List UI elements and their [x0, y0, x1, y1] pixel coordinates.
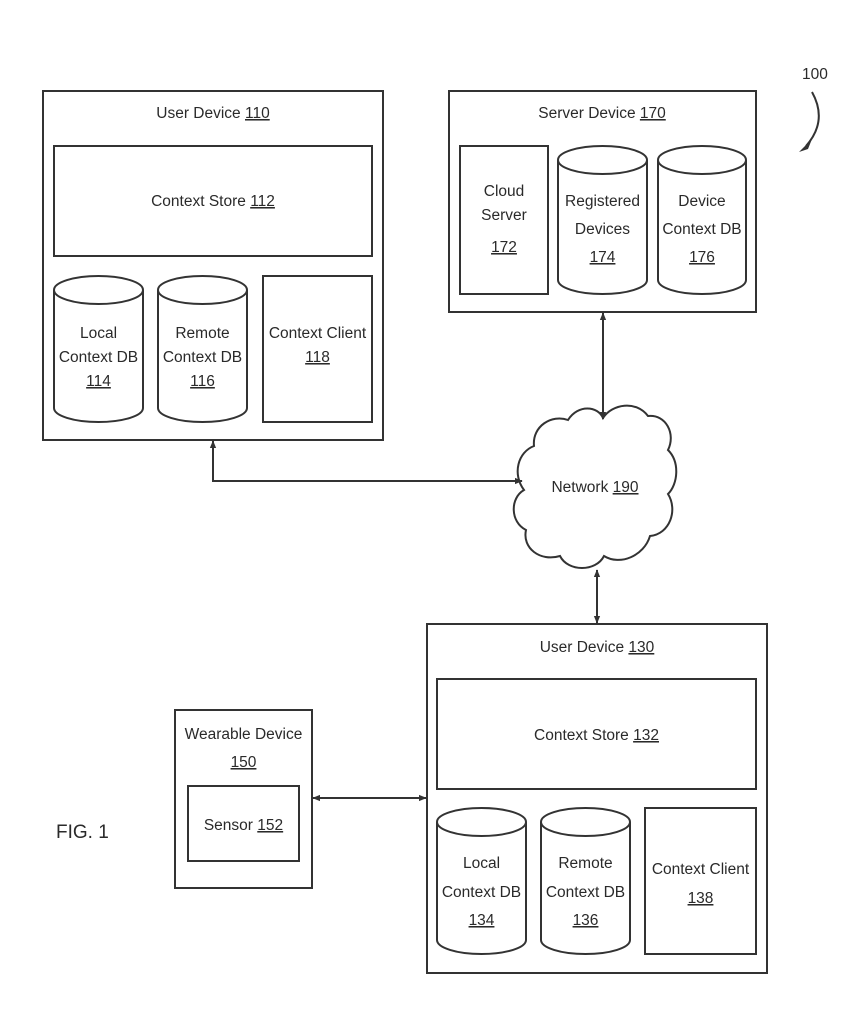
context-client-118-ref: 118: [305, 349, 330, 366]
context-store-112-label: Context Store 112: [151, 193, 275, 210]
connector-user-device-110-network: [209, 440, 523, 485]
context-client-118: [262, 275, 373, 423]
remote-context-db-116-line1: Remote: [175, 325, 229, 342]
server-device-170: Server Device 170 Cloud Server 172 Regis…: [448, 90, 757, 313]
reference-leader-line: [805, 91, 820, 147]
server-device-170-title: Server Device 170: [538, 105, 666, 122]
cylinder-body: [540, 822, 631, 955]
figure-reference-number: 100: [802, 66, 828, 83]
wearable-device-150-title: Wearable Device: [185, 726, 303, 743]
context-store-132: [436, 678, 757, 790]
device-context-db-176-line1: Device: [678, 193, 725, 210]
sensor-152-label: Sensor 152: [204, 817, 283, 834]
cylinder-body: [657, 160, 747, 295]
device-context-db-176-line2: Context DB: [662, 221, 741, 238]
cylinder-body: [436, 822, 527, 955]
figure-reference: 100: [799, 66, 828, 152]
local-context-db-134-ref: 134: [469, 912, 495, 929]
cloud-server-172-ref: 172: [491, 239, 517, 256]
cylinder-top: [53, 275, 144, 305]
user-device-130-title: User Device 130: [540, 639, 655, 656]
sensor-152: [187, 785, 300, 862]
cylinder-top: [540, 807, 631, 837]
registered-devices-174-line1: Registered: [565, 193, 640, 210]
device-context-db-176-ref: 176: [689, 249, 715, 266]
context-client-138-ref: 138: [688, 890, 714, 907]
remote-context-db-116-line2: Context DB: [163, 349, 242, 366]
context-client-118-label: Context Client: [269, 325, 367, 342]
context-client-138-label: Context Client: [652, 861, 750, 878]
cylinder-top: [436, 807, 527, 837]
remote-context-db-136-line2: Context DB: [546, 884, 625, 901]
context-store-132-label: Context Store 132: [534, 727, 659, 744]
local-context-db-134-line2: Context DB: [442, 884, 521, 901]
remote-context-db-116: Remote Context DB 116: [157, 275, 248, 423]
cloud-server-172-line2: Server: [481, 207, 527, 224]
cylinder-body: [157, 290, 248, 423]
context-store-112: [53, 145, 373, 257]
cylinder-top: [157, 275, 248, 305]
wearable-device-150: Wearable Device 150 Sensor 152: [174, 709, 313, 889]
cylinder-top: [657, 145, 747, 175]
cylinder-body: [53, 290, 144, 423]
local-context-db-134-line1: Local: [463, 855, 500, 872]
user-device-110-title: User Device 110: [156, 105, 270, 122]
local-context-db-114-line1: Local: [80, 325, 117, 342]
registered-devices-174-line2: Devices: [575, 221, 630, 238]
network-190-label: Network 190: [551, 479, 638, 496]
cylinder-body: [557, 160, 648, 295]
cloud-server-172: [459, 145, 549, 295]
network-190: Network 190: [512, 404, 678, 569]
cloud-server-172-line1: Cloud: [484, 183, 525, 200]
local-context-db-134: Local Context DB 134: [436, 807, 527, 955]
user-device-130: User Device 130 Context Store 132 Local …: [426, 623, 768, 974]
user-device-110: User Device 110 Context Store 112 Local …: [42, 90, 384, 441]
remote-context-db-136-ref: 136: [573, 912, 599, 929]
cylinder-top: [557, 145, 648, 175]
local-context-db-114-ref: 114: [86, 373, 111, 390]
context-client-138: [644, 807, 757, 955]
remote-context-db-116-ref: 116: [190, 373, 215, 390]
registered-devices-174-ref: 174: [590, 249, 616, 266]
reference-arrow-icon: [799, 139, 812, 152]
local-context-db-114: Local Context DB 114: [53, 275, 144, 423]
wearable-device-150-ref: 150: [231, 754, 257, 771]
registered-devices-174: Registered Devices 174: [557, 145, 648, 295]
local-context-db-114-line2: Context DB: [59, 349, 138, 366]
remote-context-db-136: Remote Context DB 136: [540, 807, 631, 955]
network-cloud-icon: [512, 404, 678, 569]
device-context-db-176: Device Context DB 176: [657, 145, 747, 295]
figure-label: FIG. 1: [56, 822, 109, 843]
remote-context-db-136-line1: Remote: [558, 855, 612, 872]
